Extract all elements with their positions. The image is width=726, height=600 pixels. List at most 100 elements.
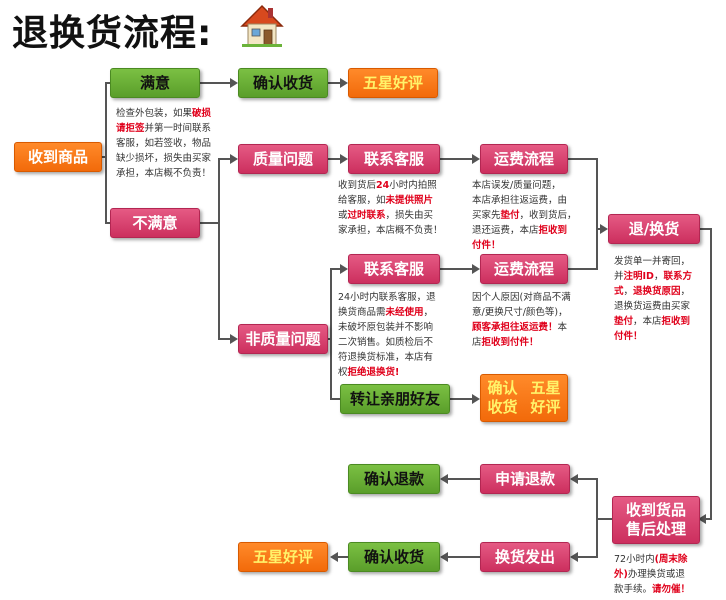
note-text-segment: ， 退换货运费由买家 [614, 286, 691, 312]
note-text-segment: 顾客承担往返运费！ [472, 322, 558, 333]
note-text-segment: ，本店 [633, 316, 662, 327]
note-text-segment: 注明ID [623, 271, 654, 282]
confirm-receipt-top-node: 确认收货 [238, 68, 328, 98]
note-text-segment: 退换货原因 [633, 286, 681, 297]
apply-refund-node: 申请退款 [480, 464, 570, 494]
note-text-segment: ，收到货后， 退还运费，本店 [472, 210, 577, 236]
note-text-segment: (周末除 外) [614, 554, 688, 580]
five-star-bottom-node: 五星好评 [238, 542, 328, 572]
note-text-segment: 联系方 式 [614, 271, 692, 297]
satisfied-node: 满意 [110, 68, 200, 98]
note-text-segment: 请勿催！ [652, 584, 691, 595]
unsatisfied-node: 不满意 [110, 208, 200, 238]
confirm-receipt-bottom-node: 确认收货 [348, 542, 440, 572]
exchange-ship-node: 换货发出 [480, 542, 570, 572]
note-after-sales: 72小时内(周末除 外)办理换货或退 款手续。请勿催！ [614, 552, 720, 597]
note-text-segment: 办理换货或退 款手续。 [614, 569, 685, 595]
connector [105, 82, 107, 224]
contact-cs-node-2: 联系客服 [348, 254, 440, 284]
house-icon [240, 4, 284, 47]
arrow [698, 514, 706, 524]
quality-issue-node: 质量问题 [238, 144, 328, 174]
note-text-segment: 发货单一并寄回， 并 [614, 256, 691, 282]
note-nonquality-contact: 24小时内联系客服，退 换货商品需未经使用， 未破坏原包装并不影响 二次销售。如… [338, 290, 466, 380]
connector [100, 156, 107, 158]
arrow [570, 474, 578, 484]
connector [568, 158, 598, 160]
connector [568, 268, 598, 270]
return-exchange-node: 退/换货 [608, 214, 700, 244]
arrow [340, 154, 348, 164]
note-text-segment: 拒绝退换货! [347, 367, 400, 378]
five-star-top-node: 五星好评 [348, 68, 438, 98]
arrow [472, 394, 480, 404]
note-text-segment: ， [653, 271, 664, 282]
arrow [472, 264, 480, 274]
note-text-segment: 付件！ [472, 240, 501, 251]
arrow [600, 224, 608, 234]
arrow [440, 474, 448, 484]
note-return-exchange: 发货单一并寄回， 并注明ID，联系方 式，退换货原因， 退换货运费由买家 垫付，… [614, 254, 720, 344]
connector [578, 556, 598, 558]
note-text-segment: 并第一时间联系 客服，如若签收，物品 缺少损坏，损失由买家 承担，本店概不负责！ [116, 123, 212, 179]
arrow [230, 334, 238, 344]
connector [105, 222, 111, 224]
note-text-segment: ，损失由买 家承担，本店概不负责！ [338, 210, 443, 236]
confirm-five-star-node: 确认收货 五星好评 [480, 374, 568, 422]
note-text-segment: 拒收到付件！ [481, 337, 539, 348]
connector [336, 556, 352, 558]
arrow [330, 552, 338, 562]
note-text-segment: 因个人原因(对商品不满 意/更换尺寸/颜色等)， [472, 292, 571, 318]
connector [218, 338, 232, 340]
note-satisfied-check: 检查外包装，如果破损 请拒签并第一时间联系 客服，如若签收，物品 缺少损坏，损失… [116, 106, 236, 181]
confirm-five-star-line2: 五星好评 [530, 379, 561, 416]
note-text-segment: 72小时内 [614, 554, 655, 565]
arrow [472, 154, 480, 164]
connector [596, 518, 612, 520]
note-text-segment: 或 [338, 210, 348, 221]
connector [200, 222, 220, 224]
connector [446, 478, 482, 480]
connector [446, 556, 482, 558]
note-text-segment: 请拒签 [116, 123, 145, 134]
note-quality-shipping: 本店误发/质量问题， 本店承担往返运费，由 买家先垫付，收到货后， 退还运费，本… [472, 178, 600, 253]
note-text-segment: 过时联系 [347, 210, 386, 221]
confirm-five-star-line1: 确认收货 [487, 379, 518, 416]
connector [105, 82, 111, 84]
connector [596, 158, 598, 270]
connector [328, 338, 332, 340]
transfer-friend-node: 转让亲朋好友 [340, 384, 450, 414]
note-nonquality-shipping: 因个人原因(对商品不满 意/更换尺寸/颜色等)， 顾客承担往返运费！本 店拒收到… [472, 290, 602, 350]
note-text-segment: 拒收到 付件！ [614, 316, 691, 342]
note-text-segment: 收到货后 [338, 180, 377, 191]
connector [200, 82, 232, 84]
connector [328, 82, 342, 84]
note-text-segment: 24 [376, 180, 390, 191]
connector [596, 228, 602, 230]
connector [440, 398, 474, 400]
note-text-segment: 本 店 [472, 322, 568, 348]
non-quality-issue-node: 非质量问题 [238, 324, 328, 354]
note-text-segment: 本店误发/质量问题， 本店承担往返运费，由 买家先 [472, 180, 568, 221]
connector [330, 268, 342, 270]
note-text-segment: 小时内拍照 给客服，如 [338, 180, 437, 206]
contact-cs-node: 联系客服 [348, 144, 440, 174]
arrow [570, 552, 578, 562]
page-title: 退换货流程: [12, 13, 213, 54]
received-goods-node: 收到商品 [14, 142, 102, 172]
connector [330, 268, 332, 398]
note-text-segment: 拒收到 [538, 225, 568, 236]
note-quality-contact: 收到货后24小时内拍照 给客服，如未提供照片 或过时联系，损失由买 家承担，本店… [338, 178, 466, 238]
confirm-refund-node: 确认退款 [348, 464, 440, 494]
note-text-segment: ， [623, 286, 634, 297]
after-sales-line2: 售后处理 [625, 520, 686, 538]
connector [578, 478, 598, 480]
after-sales-node: 收到货品 售后处理 [612, 496, 700, 544]
note-text-segment: 破损 [192, 108, 212, 119]
connector [700, 518, 712, 520]
note-text-segment: 未提供照片 [385, 195, 434, 206]
shipping-process-node: 运费流程 [480, 144, 568, 174]
arrow [230, 154, 238, 164]
connector [440, 268, 474, 270]
arrow [230, 78, 238, 88]
